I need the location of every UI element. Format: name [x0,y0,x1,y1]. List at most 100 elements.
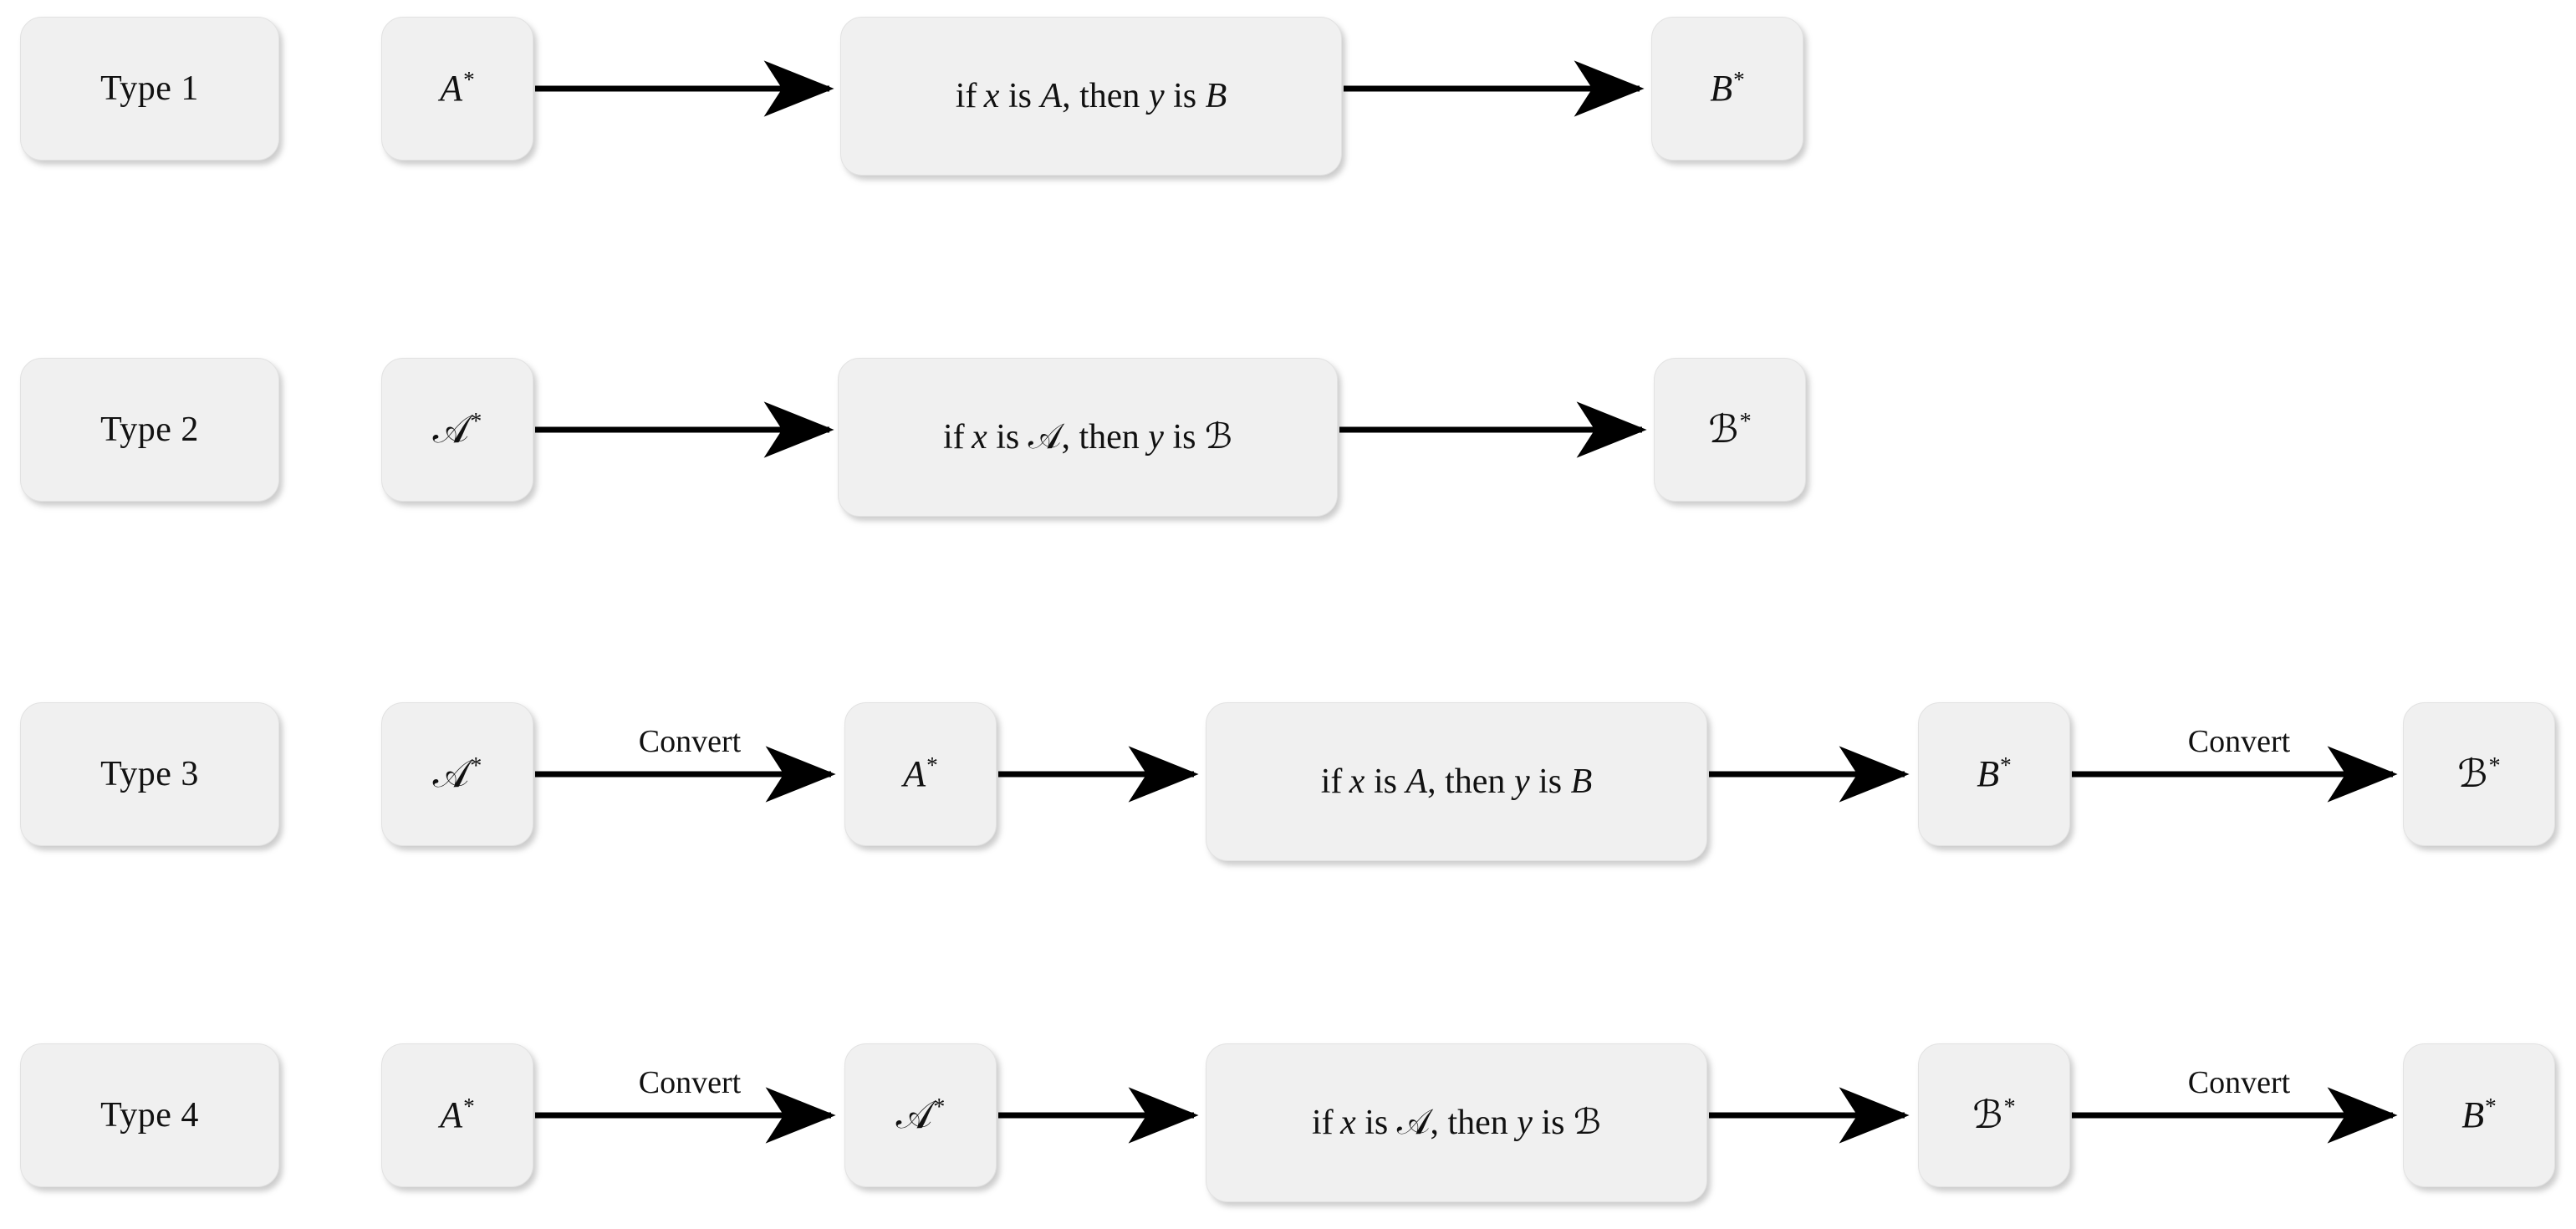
node-r3-rule-text: if x is A, then y is B [1321,764,1593,799]
node-r3-consequent-italic[interactable]: B* [1918,702,2070,846]
node-r1-rule-text: if x is A, then y is B [956,79,1227,114]
edge-label-r3-convert-right: Convert [2089,726,2390,757]
arrow-r1-antecedent-to-rule [535,60,843,117]
node-r1-consequent[interactable]: B* [1651,17,1803,161]
rule-var-x: x [972,418,987,456]
node-r2-rule[interactable]: if x is 𝒜, then y is ℬ [838,358,1338,517]
rule-if: if [943,418,965,456]
edge-label-r4-convert-right: Convert [2089,1067,2390,1099]
star-superscript: * [1739,408,1752,435]
star-superscript: * [2488,752,2501,779]
type-label-text-4: Type 4 [100,1096,199,1135]
rule-var-y: y [1513,762,1530,801]
node-r2-consequent[interactable]: ℬ* [1654,358,1806,502]
arrow-r4-edge-2 [998,1087,1207,1144]
node-r4-antecedent-script[interactable]: 𝒜* [844,1043,997,1187]
rule-term-A: A [1040,77,1063,115]
star-superscript: * [470,752,482,779]
arrow-r3-edge-4 [2072,746,2406,803]
rule-term-B: B [1570,762,1593,801]
rule-is-1: is [1373,762,1397,801]
node-r3-antecedent-italic-text: A* [903,752,938,794]
node-r3-rule[interactable]: if x is A, then y is B [1206,702,1707,861]
rule-var-x: x [1349,762,1365,801]
node-r4-rule[interactable]: if x is 𝒜, then y is ℬ [1206,1043,1707,1202]
rule-comma-then: , then [1062,77,1140,115]
rule-var-x: x [983,77,1000,115]
star-superscript: * [2485,1094,2497,1119]
arrow-r3-edge-1 [535,746,844,803]
arrow-r3-edge-3 [1709,746,1918,803]
rule-var-y: y [1517,1104,1533,1142]
rule-is-2: is [1538,762,1563,801]
star-superscript: * [2000,752,2012,778]
star-superscript: * [926,752,938,778]
arrow-r4-edge-4 [2072,1087,2406,1144]
type-label-text-3: Type 3 [100,755,199,793]
rule-term-B-script: ℬ [1204,418,1232,456]
rule-comma-then: , then [1061,418,1140,456]
node-r3-consequent-script-text: ℬ* [2457,752,2501,795]
rule-is-2: is [1172,418,1196,456]
node-r2-rule-text: if x is 𝒜, then y is ℬ [943,420,1232,455]
node-r1-antecedent-text: A* [440,67,475,109]
node-r4-consequent-italic-text: B* [2461,1094,2497,1135]
type-label-box-1: Type 1 [20,17,279,161]
rule-if: if [1312,1104,1334,1142]
rule-comma-then: , then [1430,1104,1508,1142]
arrow-r1-rule-to-consequent [1344,60,1653,117]
edge-label-r3-convert-left: Convert [556,726,824,757]
rule-is-2: is [1173,77,1197,115]
rule-is-1: is [996,418,1020,456]
type-label-text-1: Type 1 [100,69,199,108]
star-superscript: * [1733,67,1745,93]
rule-term-B: B [1205,77,1227,115]
rule-term-B-script: ℬ [1573,1104,1601,1142]
node-r3-consequent-script[interactable]: ℬ* [2403,702,2555,846]
rule-var-x: x [1340,1104,1356,1142]
node-r4-consequent-italic[interactable]: B* [2403,1043,2555,1187]
rule-term-A-script: 𝒜 [1396,1104,1431,1142]
rule-if: if [1320,762,1343,801]
edge-label-text: Convert [2187,724,2291,759]
node-r3-antecedent-script[interactable]: 𝒜* [381,702,533,846]
edge-label-text: Convert [638,724,742,759]
node-r4-consequent-script-text: ℬ* [1972,1094,2016,1136]
node-r3-consequent-italic-text: B* [1977,752,2012,794]
arrow-r4-edge-3 [1709,1087,1918,1144]
node-r2-antecedent-text: 𝒜* [432,408,482,451]
node-r4-rule-text: if x is 𝒜, then y is ℬ [1312,1105,1601,1140]
node-r4-antecedent-italic[interactable]: A* [381,1043,533,1187]
rule-term-A: A [1405,762,1428,801]
node-r1-consequent-text: B* [1710,67,1745,109]
arrow-r3-edge-2 [998,746,1207,803]
type-label-text-2: Type 2 [100,411,199,449]
type-label-box-4: Type 4 [20,1043,279,1187]
rule-term-A-script: 𝒜 [1028,418,1062,456]
arrow-r2-antecedent-to-rule [535,401,843,458]
node-r3-antecedent-italic[interactable]: A* [844,702,997,846]
type-label-box-2: Type 2 [20,358,279,502]
rule-var-y: y [1148,418,1164,456]
type-label-box-3: Type 3 [20,702,279,846]
node-r4-antecedent-italic-text: A* [440,1094,475,1135]
rule-comma-then: , then [1427,762,1506,801]
rule-var-y: y [1148,77,1165,115]
star-superscript: * [470,408,482,435]
star-superscript: * [933,1094,946,1120]
rule-is-1: is [1007,77,1032,115]
node-r4-antecedent-script-text: 𝒜* [895,1094,946,1136]
node-r1-rule[interactable]: if x is A, then y is B [840,17,1342,176]
edge-label-text: Convert [2187,1065,2291,1100]
node-r2-antecedent[interactable]: 𝒜* [381,358,533,502]
star-superscript: * [463,1094,475,1119]
node-r2-consequent-text: ℬ* [1708,408,1752,451]
arrow-r4-edge-1 [535,1087,844,1144]
node-r4-consequent-script[interactable]: ℬ* [1918,1043,2070,1187]
star-superscript: * [463,67,475,93]
rule-is-2: is [1541,1104,1565,1142]
rule-is-1: is [1365,1104,1389,1142]
node-r1-antecedent[interactable]: A* [381,17,533,161]
edge-label-r4-convert-left: Convert [556,1067,824,1099]
